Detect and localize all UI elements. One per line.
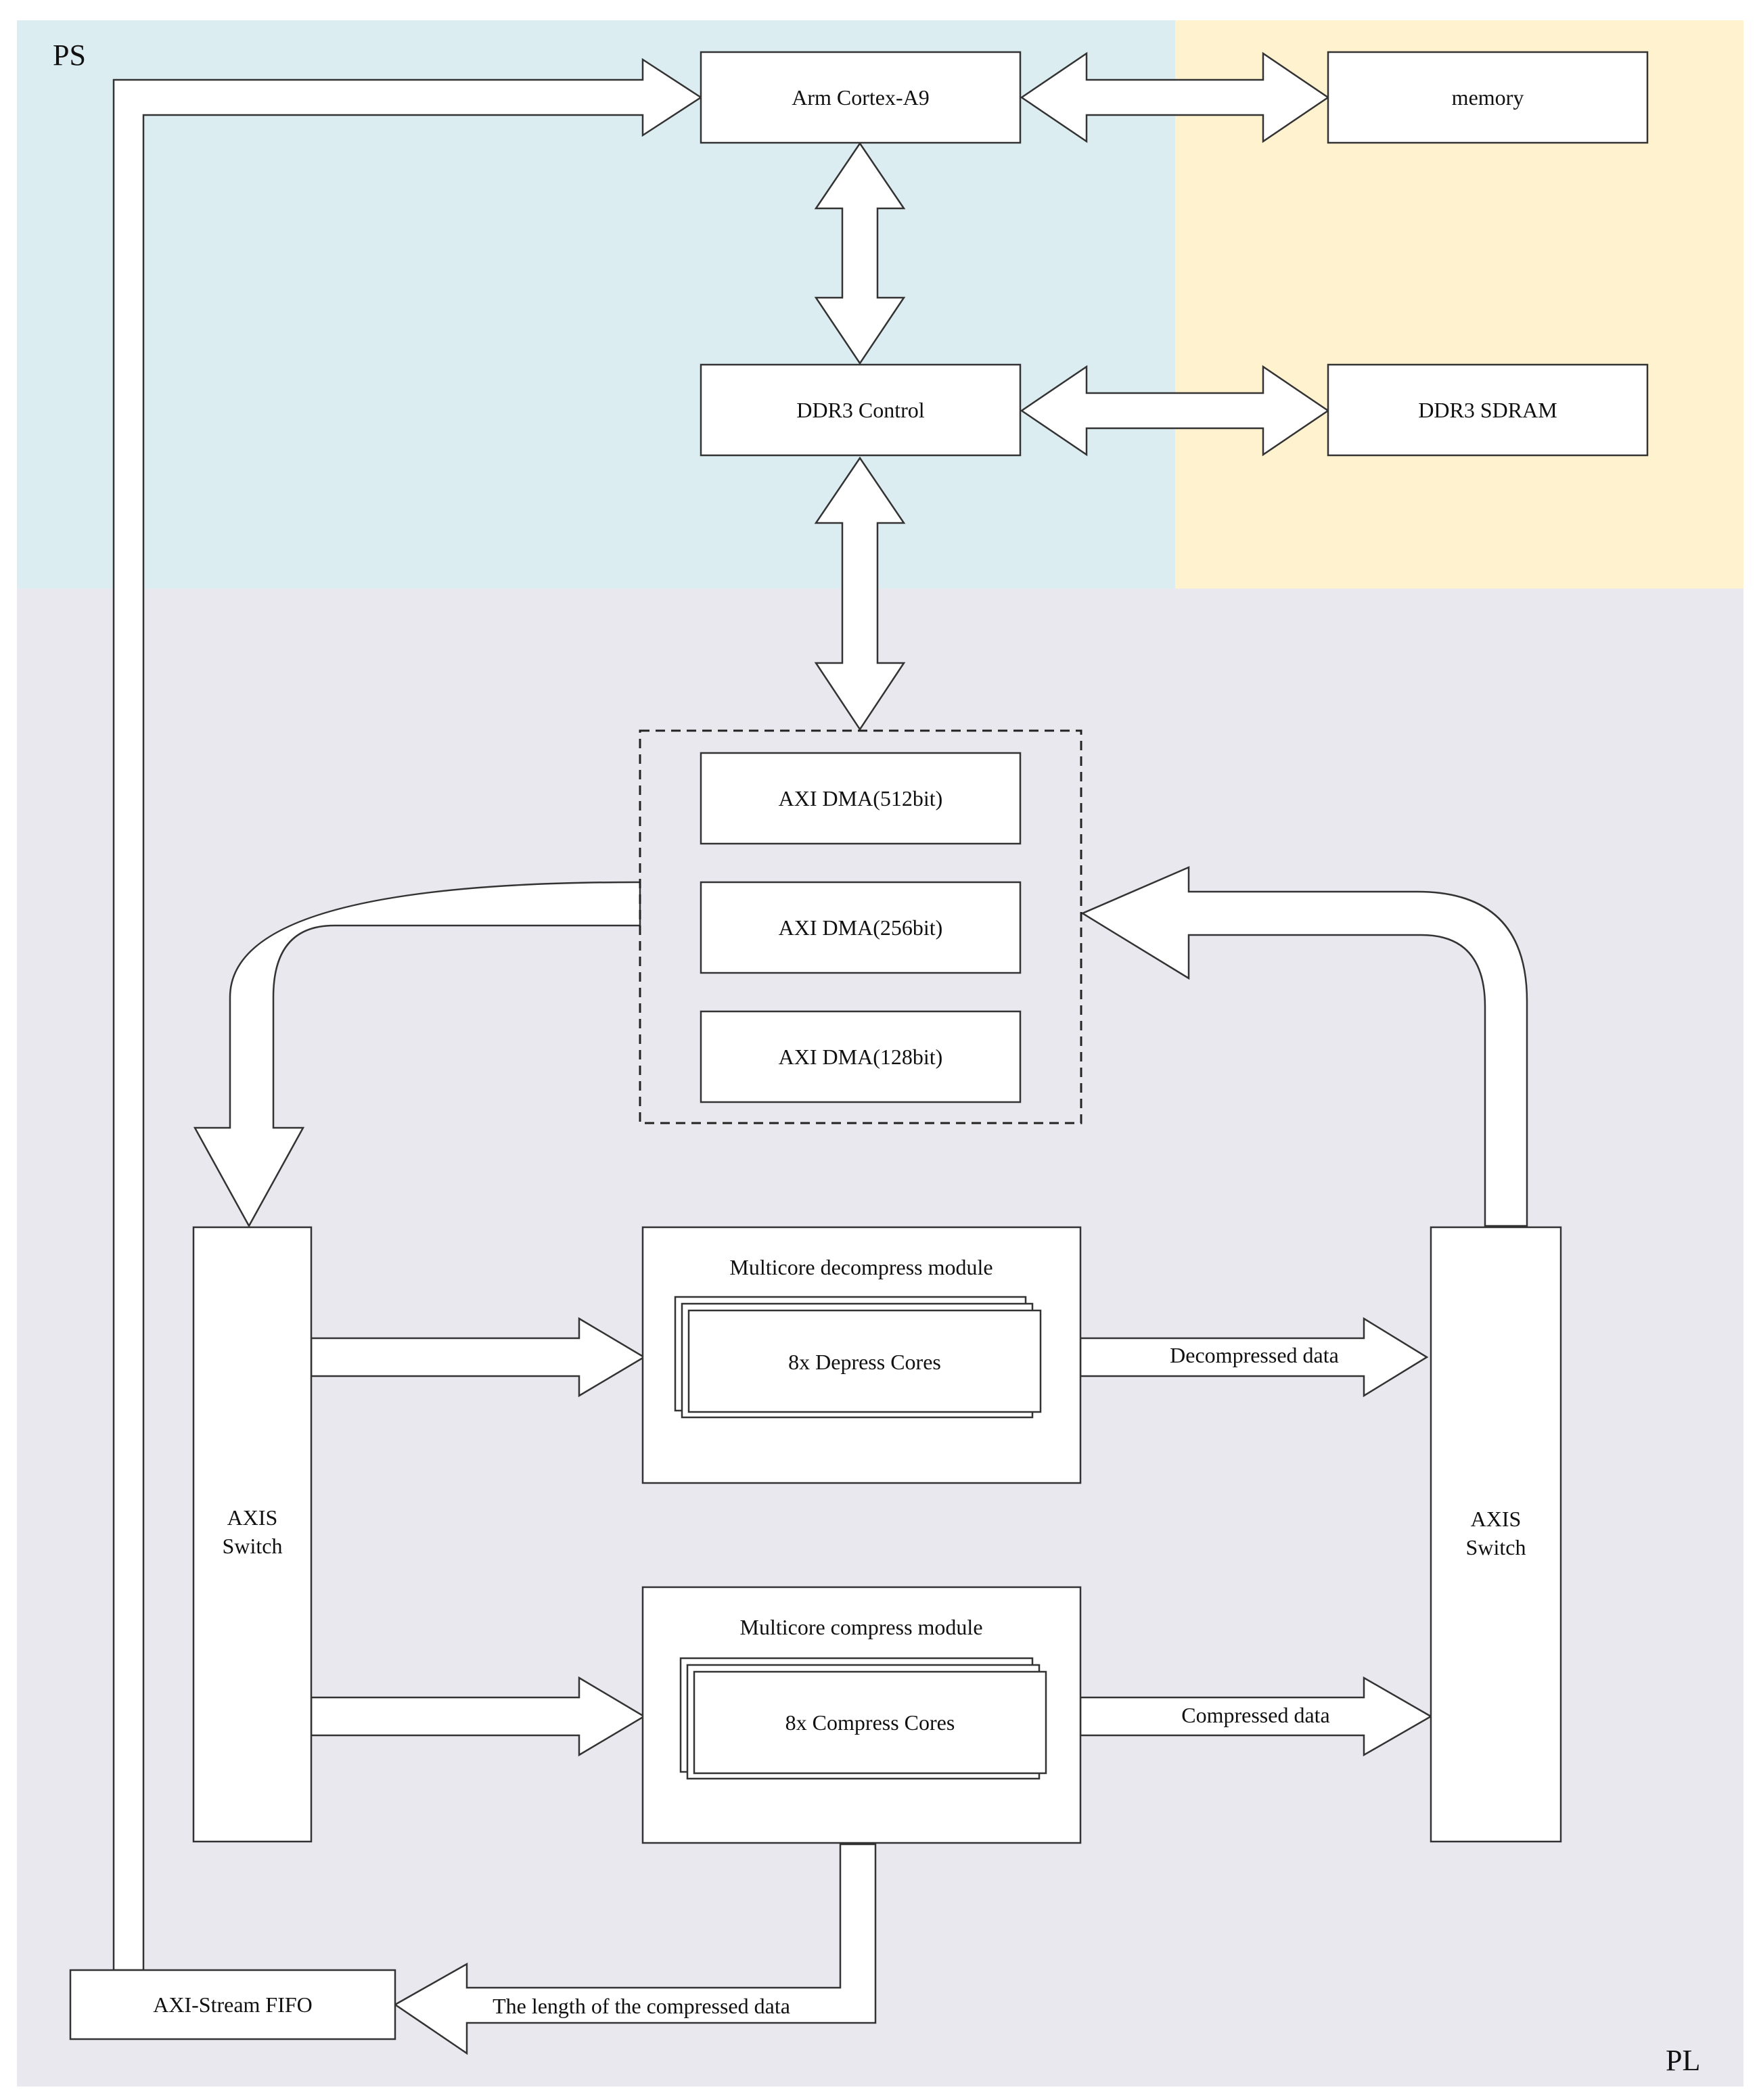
left-switch-to-decompress-arrow: [310, 1317, 646, 1398]
fifo-to-arm-arrow: [112, 58, 703, 1971]
decompressed-data-label: Decompressed data: [1170, 1343, 1339, 1367]
right-switch-to-dma-arrow: [1080, 866, 1528, 1227]
dma-to-left-switch-arrow: [193, 881, 641, 1228]
ddr3-sdram-box: [1327, 363, 1649, 457]
axis-switch-right-label-2: Switch: [1466, 1535, 1526, 1559]
ddr3-control-box: [700, 363, 1022, 457]
compress-module-label: Multicore compress module: [739, 1615, 982, 1639]
axis-switch-left-label-2: Switch: [223, 1534, 283, 1558]
dma-128-box: [700, 1010, 1022, 1103]
depress-cores-label: 8x Depress Cores: [788, 1350, 941, 1374]
axis-switch-left-label-1: AXIS: [227, 1505, 278, 1530]
decompress-to-right-switch-arrow: [1079, 1317, 1429, 1398]
memory-box: [1327, 51, 1649, 144]
axis-switch-left: [192, 1226, 313, 1843]
pl-label: PL: [1666, 2044, 1700, 2077]
compress-to-fifo-arrow: [393, 1843, 877, 2055]
axi-stream-fifo-box: [69, 1969, 396, 2040]
axis-switch-right-label-1: AXIS: [1471, 1507, 1522, 1531]
axis-switch-right: [1430, 1226, 1562, 1843]
ps-label: PS: [53, 39, 86, 72]
compressed-length-label: The length of the compressed data: [493, 1994, 790, 2018]
dma-512-label: AXI DMA(512bit): [779, 786, 943, 811]
dma-256-label: AXI DMA(256bit): [779, 915, 943, 940]
compress-cores-label: 8x Compress Cores: [785, 1710, 955, 1735]
arm-cortex-box: [700, 51, 1022, 144]
dma-group: [639, 729, 1082, 1124]
compressed-data-label: Compressed data: [1181, 1703, 1330, 1727]
dma-256-box: [700, 881, 1022, 974]
left-switch-to-compress-arrow: [310, 1676, 646, 1757]
arm-ddr-control-arrow: [814, 141, 906, 365]
decompress-module-label: Multicore decompress module: [729, 1255, 992, 1279]
axi-stream-fifo-label: AXI-Stream FIFO: [153, 1992, 313, 2017]
ddr3-sdram-label: DDR3 SDRAM: [1418, 398, 1557, 422]
depress-cores-box: [687, 1309, 1042, 1413]
ddr-control-dma-arrow: [814, 456, 906, 731]
ddr3-control-label: DDR3 Control: [796, 398, 924, 422]
compress-to-right-switch-arrow: [1079, 1676, 1433, 1757]
memory-label: memory: [1452, 85, 1524, 110]
dma-512-box: [700, 752, 1022, 845]
dma-128-label: AXI DMA(128bit): [779, 1045, 943, 1069]
compress-cores-box: [693, 1670, 1047, 1775]
arm-cortex-label: Arm Cortex-A9: [792, 85, 930, 110]
